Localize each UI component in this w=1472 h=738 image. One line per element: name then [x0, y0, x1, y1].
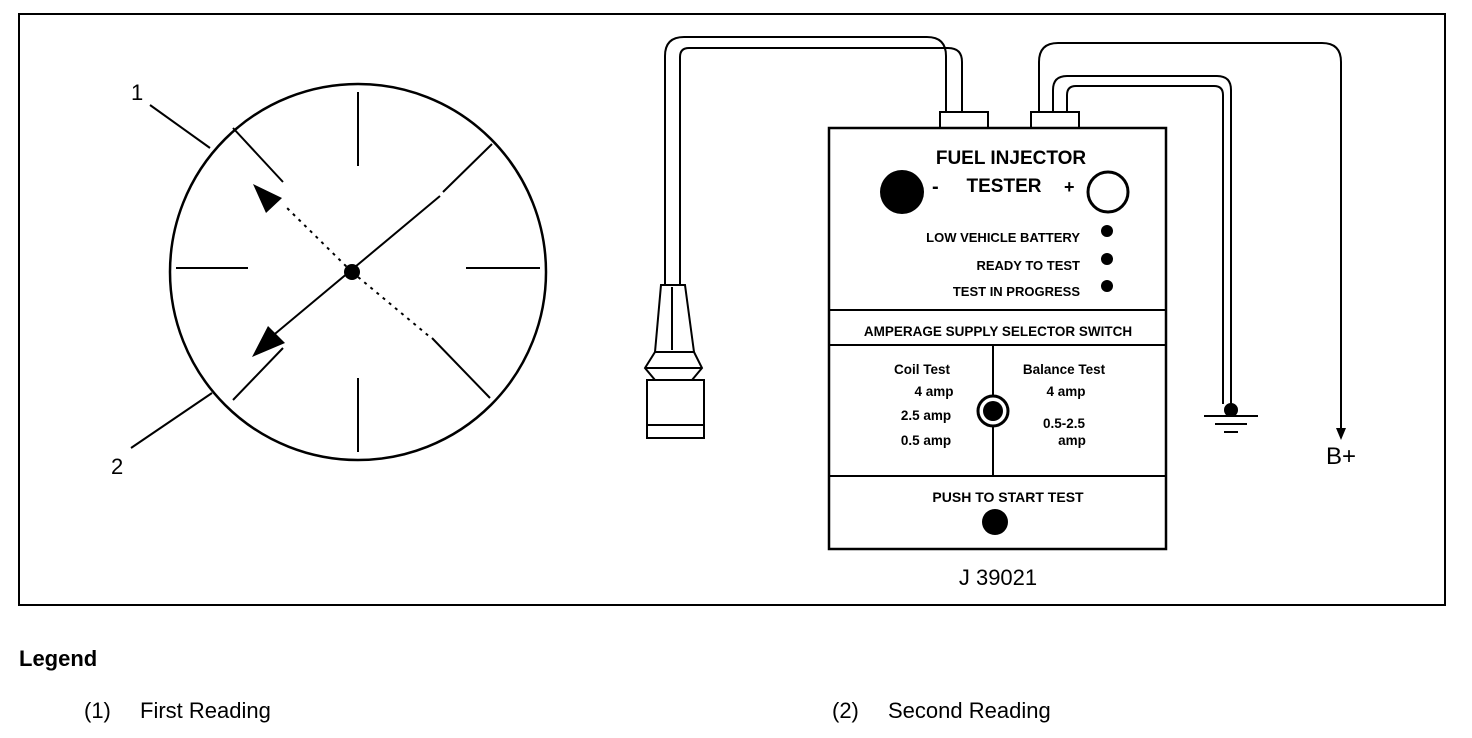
indicator-light-in-progress	[1101, 280, 1113, 292]
balance-test-value: 4 amp	[1046, 384, 1085, 399]
positive-terminal[interactable]	[1086, 170, 1130, 214]
gauge-pivot	[344, 264, 360, 280]
tester-title-line2: TESTER	[967, 176, 1042, 197]
coil-test-value: 2.5 amp	[901, 408, 951, 423]
coil-test-value: 0.5 amp	[901, 433, 951, 448]
balance-test-label: Balance Test	[1023, 362, 1106, 377]
minus-sign: -	[932, 176, 939, 198]
first-reading-needle	[283, 204, 353, 273]
gauge: 1 2	[111, 80, 548, 479]
legend-item-number: (1)	[84, 698, 111, 723]
callout-1: 1	[131, 80, 143, 105]
first-reading-arrowhead	[253, 184, 282, 213]
push-to-start-label: PUSH TO START TEST	[932, 489, 1084, 505]
indicator-light-low-battery	[1101, 225, 1113, 237]
indicator-label-low-battery: LOW VEHICLE BATTERY	[926, 230, 1080, 245]
legend-title: Legend	[19, 646, 98, 671]
callout-leader-1	[149, 104, 211, 149]
tester-title-line1: FUEL INJECTOR	[936, 148, 1087, 169]
fuel-injector-tester: FUEL INJECTOR TESTER - + LOW VEHICLE BAT…	[827, 111, 1168, 590]
b-plus-label: B+	[1326, 443, 1356, 470]
legend-item-number: (2)	[832, 698, 859, 723]
figure-frame	[18, 13, 1446, 606]
coil-test-label: Coil Test	[894, 362, 951, 377]
tester-terminal-right	[1030, 111, 1080, 129]
legend-item: (2) Second Reading	[832, 698, 1051, 724]
ground-symbol	[1204, 403, 1258, 433]
callout-2: 2	[111, 454, 123, 479]
diagram: 1 2 FUEL INJECTOR	[111, 36, 1356, 590]
plus-sign: +	[1064, 177, 1075, 197]
indicator-label-ready: READY TO TEST	[976, 258, 1080, 273]
push-to-start-button[interactable]	[982, 509, 1008, 535]
wires	[664, 36, 1342, 432]
tester-model-number: J 39021	[959, 565, 1037, 590]
gauge-dial	[168, 82, 548, 462]
balance-test-value: 0.5-2.5	[1043, 416, 1086, 431]
coil-test-value: 4 amp	[914, 384, 953, 399]
negative-terminal[interactable]	[880, 170, 924, 214]
legend-item-label: Second Reading	[888, 698, 1051, 723]
b-plus-lead	[1038, 42, 1342, 432]
selector-header: AMPERAGE SUPPLY SELECTOR SWITCH	[864, 324, 1132, 339]
injector-connector	[643, 284, 705, 439]
first-reading-needle-extension	[351, 271, 431, 338]
tester-terminal-left	[939, 111, 989, 129]
second-reading-arrowhead	[252, 326, 285, 357]
indicator-light-ready	[1101, 253, 1113, 265]
amperage-selector-knob[interactable]	[976, 394, 1010, 428]
callout-leader-2	[130, 392, 213, 449]
indicator-label-in-progress: TEST IN PROGRESS	[953, 284, 1080, 299]
legend-item: (1) First Reading	[84, 698, 271, 724]
gauge-tick-marks	[176, 92, 540, 452]
legend-item-label: First Reading	[140, 698, 271, 723]
ground-lead	[1052, 75, 1232, 404]
balance-test-value: amp	[1058, 433, 1086, 448]
b-plus-arrowhead	[1336, 428, 1346, 440]
